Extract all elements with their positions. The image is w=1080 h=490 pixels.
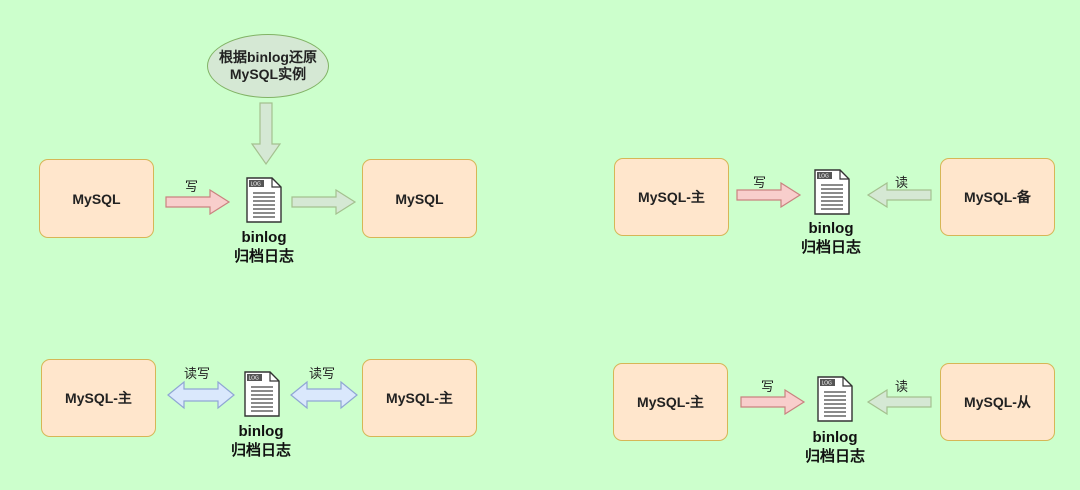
mysql-standby-box[interactable]: MySQL-备 — [940, 158, 1055, 236]
binlog-label: binlog — [808, 220, 854, 237]
archive-label: 归档日志 — [233, 248, 294, 265]
doc-tag: LOG — [251, 182, 262, 188]
binlog-label: binlog — [812, 429, 858, 446]
doc-tag: LOG — [819, 174, 830, 180]
binlog-document-icon: LOG — [244, 371, 280, 417]
binlog-label: binlog — [241, 229, 287, 246]
write-arrow — [736, 182, 802, 208]
archive-label: 归档日志 — [800, 239, 861, 256]
binlog-caption: binlog 归档日志 — [211, 422, 311, 460]
restore-down-arrow — [250, 102, 282, 166]
write-label: 写 — [761, 379, 775, 394]
read-write-arrow-2 — [290, 380, 358, 410]
doc-tag: LOG — [249, 376, 260, 382]
binlog-document-icon: LOG — [817, 376, 853, 422]
restore-instance-ellipse: 根据binlog还原 MySQL实例 — [207, 34, 329, 98]
read-label: 读 — [895, 379, 909, 394]
mysql-master-box[interactable]: MySQL-主 — [614, 158, 729, 236]
restore-label-line1: 根据binlog还原 — [219, 49, 317, 65]
doc-tag: LOG — [822, 381, 833, 387]
write-arrow — [740, 389, 806, 415]
mysql-master-box[interactable]: MySQL-主 — [613, 363, 728, 441]
archive-label: 归档日志 — [230, 442, 291, 459]
restore-right-arrow — [291, 189, 357, 215]
read-label: 读 — [895, 175, 909, 190]
mysql-slave-box[interactable]: MySQL-从 — [940, 363, 1055, 441]
archive-label: 归档日志 — [804, 448, 865, 465]
write-label: 写 — [185, 179, 199, 194]
read-write-arrow-1 — [167, 380, 235, 410]
restore-label-line2: MySQL实例 — [229, 66, 307, 82]
mysql-source-box[interactable]: MySQL — [39, 159, 154, 238]
mysql-target-box[interactable]: MySQL — [362, 159, 477, 238]
mysql-master-box-1[interactable]: MySQL-主 — [41, 359, 156, 437]
read-arrow — [866, 182, 932, 208]
read-arrow — [866, 389, 932, 415]
binlog-caption: binlog 归档日志 — [214, 228, 314, 266]
read-write-label-1: 读写 — [184, 366, 211, 381]
binlog-label: binlog — [238, 423, 284, 440]
read-write-label-2: 读写 — [309, 366, 336, 381]
binlog-caption: binlog 归档日志 — [785, 428, 885, 466]
binlog-document-icon: LOG — [246, 177, 282, 223]
mysql-master-box-2[interactable]: MySQL-主 — [362, 359, 477, 437]
write-label: 写 — [753, 175, 767, 190]
binlog-document-icon: LOG — [814, 169, 850, 215]
binlog-caption: binlog 归档日志 — [781, 219, 881, 257]
write-arrow — [165, 189, 231, 215]
